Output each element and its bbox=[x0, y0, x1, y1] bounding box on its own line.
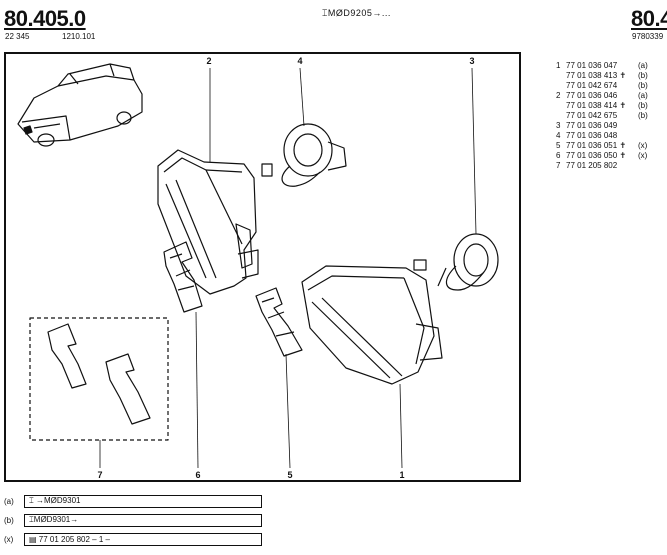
callout-5: 5 bbox=[287, 470, 292, 480]
next-page-number: 80.4 bbox=[631, 6, 667, 31]
diagram-frame: 2 4 3 1 5 6 7 bbox=[4, 52, 521, 482]
bulb-holder-4 bbox=[261, 123, 347, 187]
kit-box-7 bbox=[29, 317, 169, 441]
callout-6: 6 bbox=[195, 470, 200, 480]
next-code: 9780339 bbox=[632, 32, 664, 41]
model-marker: ⌶MØD9205→... bbox=[322, 8, 391, 18]
headlamp-right bbox=[301, 265, 443, 385]
callout-7: 7 bbox=[97, 470, 102, 480]
part-row: 77 01 042 675(b) bbox=[566, 111, 648, 120]
code-right: 1210.101 bbox=[62, 32, 96, 41]
code-left: 22 345 bbox=[5, 32, 30, 41]
callout-3: 3 bbox=[469, 56, 474, 66]
exploded-diagram: 2 4 3 1 5 6 7 bbox=[17, 56, 499, 480]
part-row: 77 01 042 674(b) bbox=[566, 81, 648, 90]
callout-2: 2 bbox=[206, 56, 211, 66]
clip-5 bbox=[255, 287, 303, 357]
part-row: 77 01 038 413 ✝(b) bbox=[566, 71, 648, 80]
footnote-b: (b) ⌶MØD9301→ bbox=[4, 513, 262, 527]
clip-6 bbox=[163, 241, 203, 313]
footnotes: (a) ⌶ →MØD9301 (b) ⌶MØD9301→ (x) ▤ 77 01… bbox=[4, 494, 262, 551]
leader-lines bbox=[99, 67, 477, 469]
callout-4: 4 bbox=[297, 56, 302, 66]
page-number: 80.405.0 bbox=[4, 6, 86, 31]
headlamp-left bbox=[157, 149, 259, 295]
footnote-x: (x) ▤ 77 01 205 802 – 1 – bbox=[4, 532, 262, 546]
part-row: 77 01 038 414 ✝(b) bbox=[566, 101, 648, 110]
callout-1: 1 bbox=[399, 470, 404, 480]
car-illustration bbox=[17, 63, 143, 147]
footnote-a: (a) ⌶ →MØD9301 bbox=[4, 494, 262, 508]
